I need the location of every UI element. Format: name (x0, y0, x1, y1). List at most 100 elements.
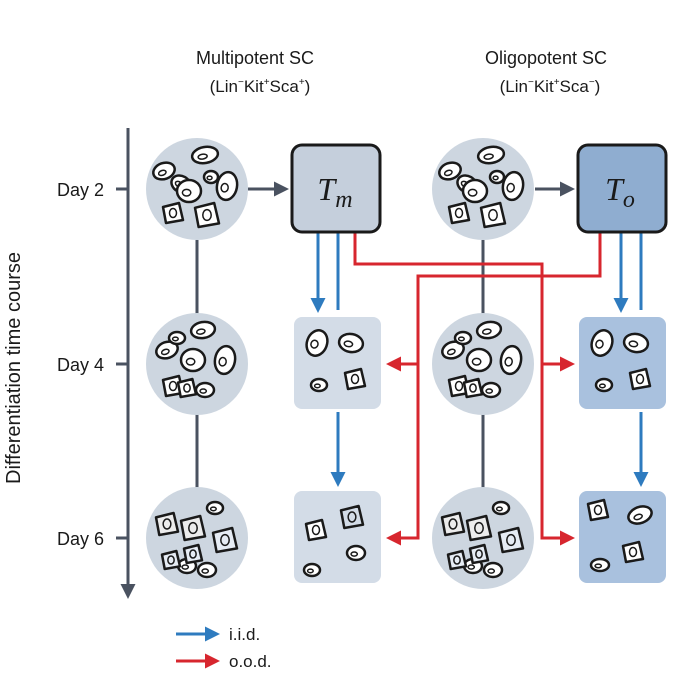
cell-nucleus (487, 568, 496, 574)
differentiated-cell (160, 549, 182, 571)
cell-nucleus (481, 328, 492, 335)
cell-nucleus (168, 380, 178, 392)
oligopotent-marker: (Lin−Kit+Sca−) (500, 77, 601, 96)
cell-nucleus (506, 533, 516, 547)
differentiated-cell (211, 526, 239, 554)
differentiated-cell (161, 201, 185, 225)
cell-nucleus (306, 568, 314, 574)
ood-arrow-tm-to-oligo-day4 (353, 230, 575, 372)
cell-nucleus (311, 524, 321, 536)
cell (465, 347, 493, 373)
cell (213, 344, 237, 376)
cell-nucleus (183, 383, 191, 393)
differentiated-cell (179, 514, 207, 542)
cell-nucleus (495, 506, 503, 512)
cell-nucleus (202, 208, 212, 222)
cell-nucleus (350, 373, 360, 385)
cell-nucleus (635, 373, 645, 385)
differentiated-cell (586, 498, 610, 522)
day-label-6: Day 6 (57, 529, 104, 549)
cell-nucleus (220, 182, 229, 193)
differentiated-cell (628, 367, 652, 391)
cell (305, 329, 329, 357)
model-to-subscript: o (623, 187, 635, 213)
cell-nucleus (310, 339, 319, 349)
cell-nucleus (483, 153, 494, 160)
cell (461, 178, 489, 204)
cell-nucleus (492, 175, 499, 181)
cell-nucleus (220, 533, 230, 547)
ood-arrow-tm-to-oligo-day6 (540, 364, 575, 546)
cell (337, 332, 365, 354)
cell-nucleus (467, 564, 476, 570)
differentiated-cell (621, 540, 645, 564)
cell-nucleus (467, 188, 478, 197)
cell-nucleus (598, 383, 606, 389)
multipotent-title: Multipotent SC (196, 48, 314, 68)
cell-nucleus (168, 207, 178, 219)
multipotent-marker: (Lin−Kit+Sca+) (210, 77, 311, 96)
differentiated-cell (193, 201, 221, 229)
differentiated-cell (479, 201, 507, 229)
cell (590, 329, 614, 357)
day-label-4: Day 4 (57, 355, 104, 375)
cell-nucleus (504, 356, 513, 367)
cell-nucleus (594, 563, 603, 569)
cell-nucleus (457, 336, 465, 342)
cell-nucleus (201, 568, 210, 574)
differentiated-cell (154, 511, 180, 537)
oligopotent-title: Oligopotent SC (485, 48, 607, 68)
cell-nucleus (350, 551, 359, 557)
cell-nucleus (454, 380, 464, 392)
cell-nucleus (469, 383, 477, 393)
cell-glyphs (152, 145, 653, 579)
cell-nucleus (188, 521, 198, 535)
svg-text:Tm: Tm (317, 171, 352, 213)
differentiated-cell (343, 367, 367, 391)
cell-nucleus (343, 340, 354, 348)
cell-nucleus (488, 208, 498, 222)
cell-nucleus (453, 555, 461, 565)
prediction-to-day4 (579, 317, 666, 409)
cell-nucleus (185, 357, 196, 366)
model-tm-subscript: m (335, 187, 352, 213)
cell-nucleus (162, 518, 172, 530)
model-tm-letter: T (317, 171, 337, 207)
cell-nucleus (167, 555, 175, 565)
differentiated-cell (468, 543, 490, 565)
cell-nucleus (485, 388, 494, 394)
differentiated-cell (176, 377, 198, 399)
cell-nucleus (218, 356, 227, 367)
differentiated-cell (339, 504, 365, 530)
differentiated-cell (446, 549, 468, 571)
differentiated-cell (447, 201, 471, 225)
cell-nucleus (181, 188, 192, 197)
cell-nucleus (181, 564, 190, 570)
cell-nucleus (475, 549, 483, 559)
model-to-letter: T (605, 171, 625, 207)
model-to-box: To (576, 143, 668, 234)
cell (499, 344, 523, 376)
ood-arrow-to-to-multi-day4 (386, 232, 602, 372)
legend-ood-label: o.o.d. (229, 652, 272, 671)
cell-nucleus (195, 328, 206, 335)
cell-nucleus (209, 506, 217, 512)
cell-nucleus (347, 511, 357, 523)
model-tm-box: Tm (290, 143, 382, 234)
cell-nucleus (506, 182, 515, 193)
prediction-tm-day4 (294, 317, 381, 409)
cell-nucleus (633, 513, 643, 521)
time-axis-label: Differentiation time course (3, 252, 25, 484)
differentiated-cell (182, 543, 204, 565)
cell-nucleus (446, 348, 456, 356)
cell-nucleus (593, 504, 603, 516)
cell-nucleus (628, 340, 639, 348)
cell-nucleus (189, 549, 197, 559)
differentiated-cell (440, 511, 466, 537)
cell-nucleus (443, 169, 453, 177)
cell-nucleus (628, 546, 638, 558)
cell-nucleus (474, 521, 484, 535)
cell (175, 178, 203, 204)
cell (215, 170, 239, 202)
